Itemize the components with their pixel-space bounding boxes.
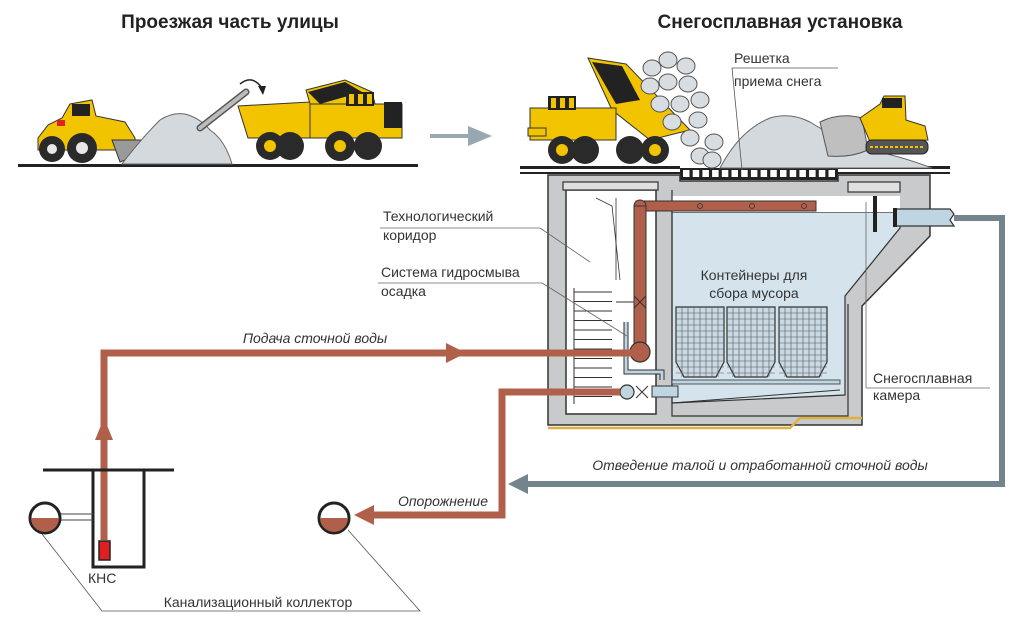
- snow-block: [680, 129, 700, 147]
- grate-cell: [770, 170, 777, 177]
- snow-block: [662, 113, 682, 131]
- title-snow-melter: Снегосплавная установка: [658, 12, 903, 33]
- snow-block: [690, 91, 710, 109]
- grate-cell: [818, 170, 826, 177]
- label-grate: Решетка: [734, 50, 790, 66]
- bulldozer-icon: [819, 95, 929, 157]
- grate-cell: [721, 170, 729, 177]
- sewer-collector-right: [317, 501, 351, 535]
- arrow-right-icon: [430, 126, 492, 146]
- container-icon: [675, 306, 725, 378]
- label-outflow: Отведение талой и отработанной сточной в…: [592, 457, 928, 473]
- dump-truck-icon: [527, 57, 691, 164]
- grate-cell: [702, 170, 709, 177]
- snow-block: [704, 133, 724, 151]
- label-supply-flow: Подача сточной воды: [243, 330, 388, 346]
- grate-cell: [731, 170, 738, 177]
- arrow-left-icon: [354, 505, 374, 525]
- snow-block: [678, 75, 698, 93]
- label-melting-chamber: Снегосплавная: [873, 370, 972, 386]
- melter-top-scene: Решетка приема снега: [520, 50, 950, 180]
- falling-snow-icon: [640, 51, 724, 169]
- label-corridor: Технологический: [383, 208, 493, 224]
- drain-valve-icon: [635, 385, 649, 399]
- snow-block: [642, 59, 662, 77]
- rotate-arrow-icon: [239, 79, 263, 89]
- foundation-line: [548, 416, 862, 430]
- label-flush-system-2: осадка: [381, 283, 426, 299]
- snow-block: [688, 111, 708, 129]
- riser-pipe: [633, 205, 647, 347]
- snow-block: [640, 77, 660, 95]
- snow-pile-icon: [120, 113, 233, 165]
- container-icon: [726, 306, 776, 378]
- grate-cell: [809, 170, 816, 177]
- snow-block: [658, 73, 678, 91]
- snow-grate: [680, 168, 838, 180]
- street-ground-line: [18, 164, 418, 167]
- grate-cell: [789, 170, 797, 177]
- arrow-right-icon: [446, 343, 466, 363]
- label-corridor-2: коридор: [383, 227, 437, 243]
- dump-truck-icon: [237, 79, 403, 161]
- label-melting-chamber-2: камера: [873, 387, 920, 403]
- grate-cell: [828, 170, 835, 177]
- label-containers: Контейнеры для: [701, 267, 808, 283]
- grate-cell: [741, 170, 748, 177]
- drain-pipeline: [354, 388, 620, 525]
- grate-cell: [760, 170, 768, 177]
- snow-block: [676, 57, 696, 75]
- grate-cell: [712, 170, 719, 177]
- grate-cell: [692, 170, 700, 177]
- pump-icon: [98, 540, 111, 561]
- street-scene: [18, 79, 418, 167]
- pump-station: [43, 468, 174, 569]
- grate-cell: [683, 170, 690, 177]
- outlet-gate: [873, 196, 877, 232]
- outflow-pipeline: [508, 215, 1005, 494]
- label-containers-2: сбора мусора: [709, 285, 799, 301]
- grate-cell: [799, 170, 806, 177]
- snow-block: [702, 151, 722, 169]
- sewer-collector-left: [28, 501, 62, 535]
- label-sewer-collector: Канализационный коллектор: [164, 594, 353, 610]
- label-pump-station: КНС: [88, 570, 116, 586]
- container-icon: [778, 306, 828, 378]
- title-street: Проезжая часть улицы: [121, 12, 339, 33]
- melter-structure: [547, 174, 956, 430]
- label-drain-flow: Опорожнение: [398, 493, 488, 509]
- pump-inlet: [629, 341, 651, 363]
- outlet-pipe: [895, 208, 956, 227]
- corridor-stairs: [573, 288, 612, 404]
- wheel-loader-icon: [37, 99, 153, 163]
- snow-block: [670, 95, 690, 113]
- valve-icon: [633, 295, 647, 309]
- snow-block: [650, 95, 670, 113]
- label-grate-2: приема снега: [734, 73, 822, 89]
- snow-block: [658, 51, 678, 69]
- flush-header-pipe: [635, 200, 817, 212]
- debris-containers: [675, 306, 828, 378]
- arrow-left-icon: [508, 474, 528, 494]
- arrow-up-icon: [95, 418, 113, 440]
- label-flush-system: Система гидросмыва: [381, 264, 520, 280]
- grate-cell: [780, 170, 787, 177]
- grate-cell: [750, 170, 758, 177]
- supply-pipeline: [95, 343, 632, 540]
